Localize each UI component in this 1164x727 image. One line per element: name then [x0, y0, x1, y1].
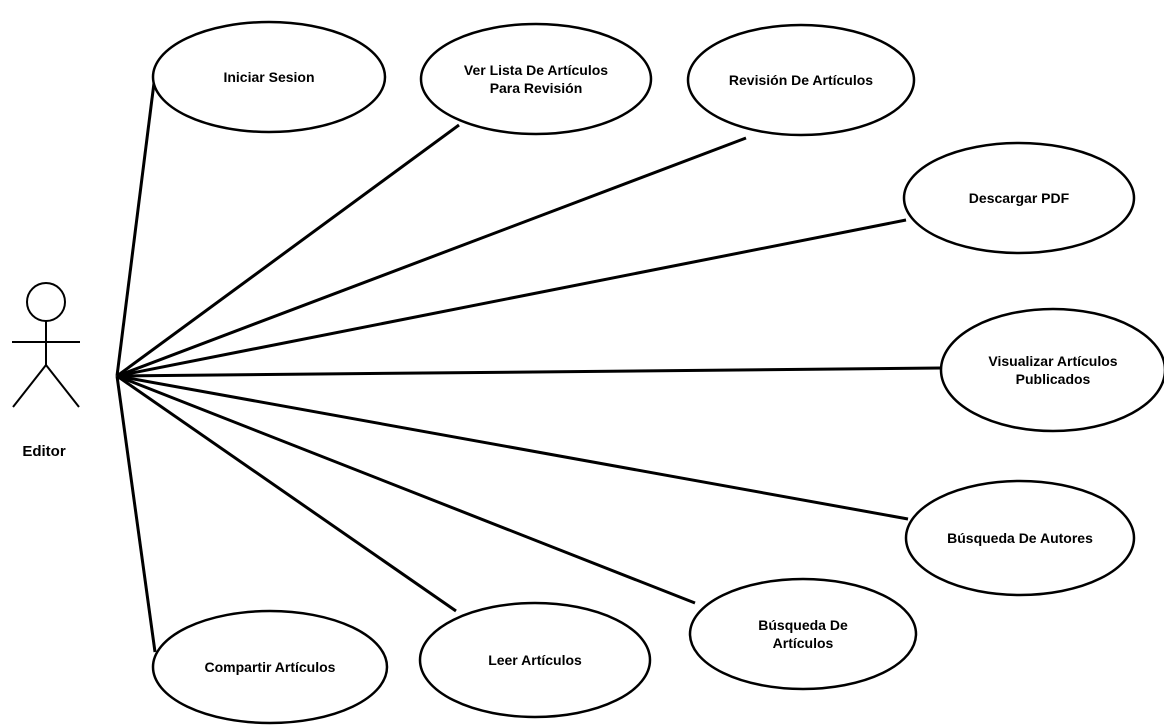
association-line-ver-lista	[116, 123, 460, 378]
use-case-ellipse	[151, 609, 389, 725]
use-case-leer: Leer Artículos	[418, 601, 652, 719]
use-case-ellipse	[686, 23, 916, 137]
use-case-label: Leer Artículos	[488, 652, 582, 668]
actor-head	[26, 282, 66, 322]
use-cases: Iniciar Sesion Ver Lista De ArtículosPara…	[151, 20, 1164, 725]
actor-right-leg	[45, 364, 80, 408]
use-case-busqueda-autores: Búsqueda De Autores	[904, 479, 1136, 597]
use-case-label: Publicados	[1016, 371, 1091, 387]
use-case-ellipse	[902, 141, 1136, 255]
association-line-compartir	[115, 375, 157, 653]
use-case-ellipse	[904, 479, 1136, 597]
use-case-label: Artículos	[773, 635, 834, 651]
use-case-revision: Revisión De Artículos	[686, 23, 916, 137]
use-case-label: Búsqueda De	[758, 617, 848, 633]
use-case-iniciar-sesion: Iniciar Sesion	[151, 20, 387, 134]
use-case-busqueda-articulos: Búsqueda De Artículos	[688, 577, 918, 691]
use-case-ellipse	[151, 20, 387, 134]
use-case-label: Ver Lista De Artículos	[464, 62, 608, 78]
actor-label: Editor	[22, 443, 65, 460]
association-line-iniciar-sesion	[115, 74, 157, 377]
use-case-label: Visualizar Artículos	[988, 353, 1117, 369]
use-case-label: Búsqueda De Autores	[947, 530, 1093, 546]
use-case-ellipse	[418, 601, 652, 719]
use-case-ellipse	[419, 22, 653, 136]
use-case-label: Compartir Artículos	[205, 659, 336, 675]
association-line-busqueda-articulos	[116, 374, 696, 605]
actor-left-leg	[12, 364, 47, 408]
use-case-label: Revisión De Artículos	[729, 72, 873, 88]
use-case-label: Descargar PDF	[969, 190, 1070, 206]
association-line-leer	[116, 374, 457, 613]
use-case-compartir: Compartir Artículos	[151, 609, 389, 725]
use-case-label: Iniciar Sesion	[223, 69, 314, 85]
association-lines	[115, 74, 942, 653]
use-case-ellipse	[688, 577, 918, 691]
association-line-busqueda-autores	[116, 374, 909, 521]
association-line-revision	[116, 136, 747, 378]
actor-editor: Editor	[12, 282, 80, 460]
use-case-descargar-pdf: Descargar PDF	[902, 141, 1136, 255]
association-line-descargar-pdf	[116, 218, 907, 378]
association-line-visualizar	[116, 366, 942, 378]
use-case-label: Para Revisión	[490, 80, 583, 96]
use-case-ellipse	[939, 307, 1164, 433]
